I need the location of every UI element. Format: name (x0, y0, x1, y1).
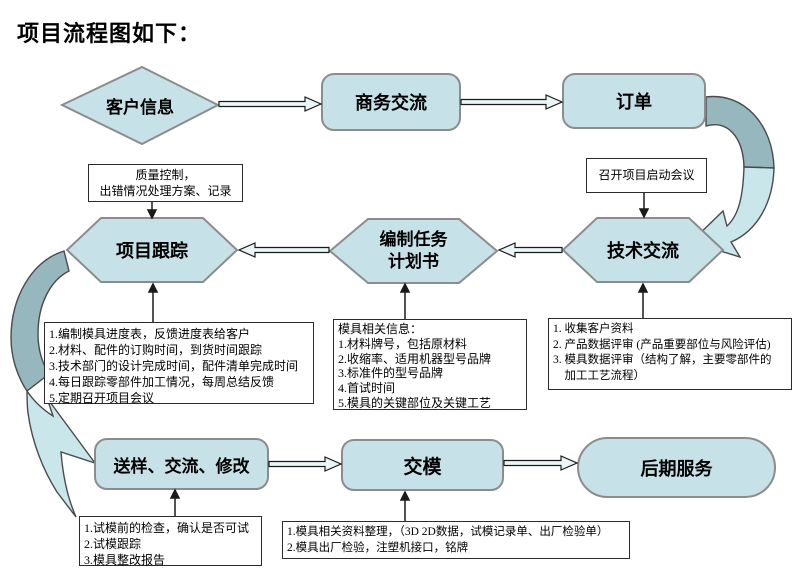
arrow-mold-to-service (503, 455, 579, 471)
task-plan-hexagon (328, 218, 499, 284)
tech-review-line3: 3. 模具数据评审（结构了解，主要零部件的 (553, 354, 772, 366)
tracking-details-line5: 5.定期召开项目会议 (49, 391, 155, 405)
delivery-details-line1: 1.模具相关资料整理，（3D 2D数据，试模记录单、出厂检验单） (287, 526, 609, 538)
delivery-details-line2: 2.模具出厂检验，注塑机接口，铭牌 (287, 541, 469, 554)
arrowhead-moldinfo-to-taskplan (399, 282, 411, 293)
mold-info-line4: 3.标准件的型号品牌 (338, 366, 444, 381)
tracking-details-line1: 1.编制模具进度表，反馈进度表给客户 (49, 327, 251, 341)
arrow-taskplan-to-tracking (237, 242, 330, 258)
arrowhead-details-to-tracking (147, 282, 159, 293)
tech-review-line2: 2. 产品数据评审 (产品重要部位与风险评估) (553, 338, 771, 351)
trial-details-line2: 2.试模跟踪 (84, 537, 142, 551)
mold-delivery-label: 交模 (403, 456, 442, 478)
task-plan-line1: 编制任务 (379, 229, 448, 249)
business-communication-label: 商务交流 (355, 93, 427, 113)
task-plan-label: 编制任务 计划书 (330, 219, 497, 283)
trial-details-box: 1.试模前的检查，确认是否可试 2.试模跟踪 3.模具整改报告 (79, 516, 262, 567)
arrowhead-kickoff-to-tech (638, 208, 650, 219)
arrow-tech-to-taskplan (497, 242, 563, 258)
kickoff-meeting-box: 召开项目启动会议 (586, 158, 707, 193)
task-plan-line2: 计划书 (388, 252, 439, 271)
tracking-details-line4: 4.每日跟踪零部件加工情况，每周总结反馈 (49, 375, 275, 389)
order-shape (562, 73, 706, 129)
mold-info-line5: 4.首试时间 (338, 381, 396, 396)
arrowhead-quality-to-tracking (146, 209, 158, 220)
tracking-details-box: 1.编制模具进度表，反馈进度表给客户 2.材料、配件的订购时间，到货时间跟踪 3… (44, 322, 314, 405)
technical-communication-hexagon (561, 217, 725, 283)
mold-delivery-shape (341, 439, 504, 491)
customer-info-diamond (59, 65, 221, 146)
tech-review-line1: 1. 收集客户资料 (553, 323, 634, 335)
order-label: 订单 (616, 92, 652, 112)
kickoff-meeting-text: 召开项目启动会议 (598, 168, 695, 182)
arrowhead-trial-to-sample (169, 488, 181, 499)
mold-info-line1: 模具相关信息： (338, 322, 423, 336)
arrow-customer-to-business (218, 96, 323, 112)
arrow-sample-to-mold (268, 456, 343, 472)
sample-review-shape (94, 438, 269, 490)
project-tracking-hexagon (65, 217, 239, 283)
tracking-details-line3: 3.技术部门的设计完成时间，配件清单完成时间 (49, 359, 299, 373)
arrowhead-review-to-tech (637, 282, 649, 293)
mold-info-box: 模具相关信息： 1.材料牌号，包括原材料 2.收缩率、适用机器型号品牌 3.标准… (333, 319, 527, 410)
after-service-label: 后期服务 (640, 458, 713, 479)
after-service-shape (577, 437, 776, 498)
quality-control-line2: 出错情况处理方案、记录 (99, 184, 232, 198)
sample-review-label: 送样、交流、修改 (113, 456, 250, 476)
business-communication-shape (321, 73, 461, 131)
tracking-details-line2: 2.材料、配件的订购时间，到货时间跟踪 (49, 343, 263, 357)
delivery-details-box: 1.模具相关资料整理，（3D 2D数据，试模记录单、出厂检验单） 2.模具出厂检… (282, 521, 630, 559)
quality-control-box: 质量控制， 出错情况处理方案、记录 (88, 164, 243, 202)
customer-info-label: 客户信息 (106, 98, 174, 117)
mold-info-line6: 5.模具的关键部位及关键工艺 (338, 395, 492, 410)
page-title: 项目流程图如下： (17, 21, 202, 46)
tech-review-box: 1. 收集客户资料 2. 产品数据评审 (产品重要部位与风险评估) 3. 模具数… (548, 318, 792, 390)
trial-details-line3: 3.模具整改报告 (84, 553, 166, 567)
technical-communication-label: 技术交流 (607, 241, 679, 261)
arrowhead-delivery-to-mold (399, 490, 411, 501)
trial-details-line1: 1.试模前的检查，确认是否可试 (84, 521, 250, 535)
tech-review-line4: 加工工艺流程） (553, 369, 646, 382)
quality-control-line1: 质量控制， (135, 168, 196, 182)
mold-info-line3: 2.收缩率、适用机器型号品牌 (338, 351, 492, 366)
curved-arrow-tracking-to-sample (10, 250, 97, 518)
project-tracking-label: 项目跟踪 (116, 241, 188, 261)
arrow-business-to-order (460, 94, 564, 110)
mold-info-line2: 1.材料牌号，包括原材料 (338, 336, 468, 351)
